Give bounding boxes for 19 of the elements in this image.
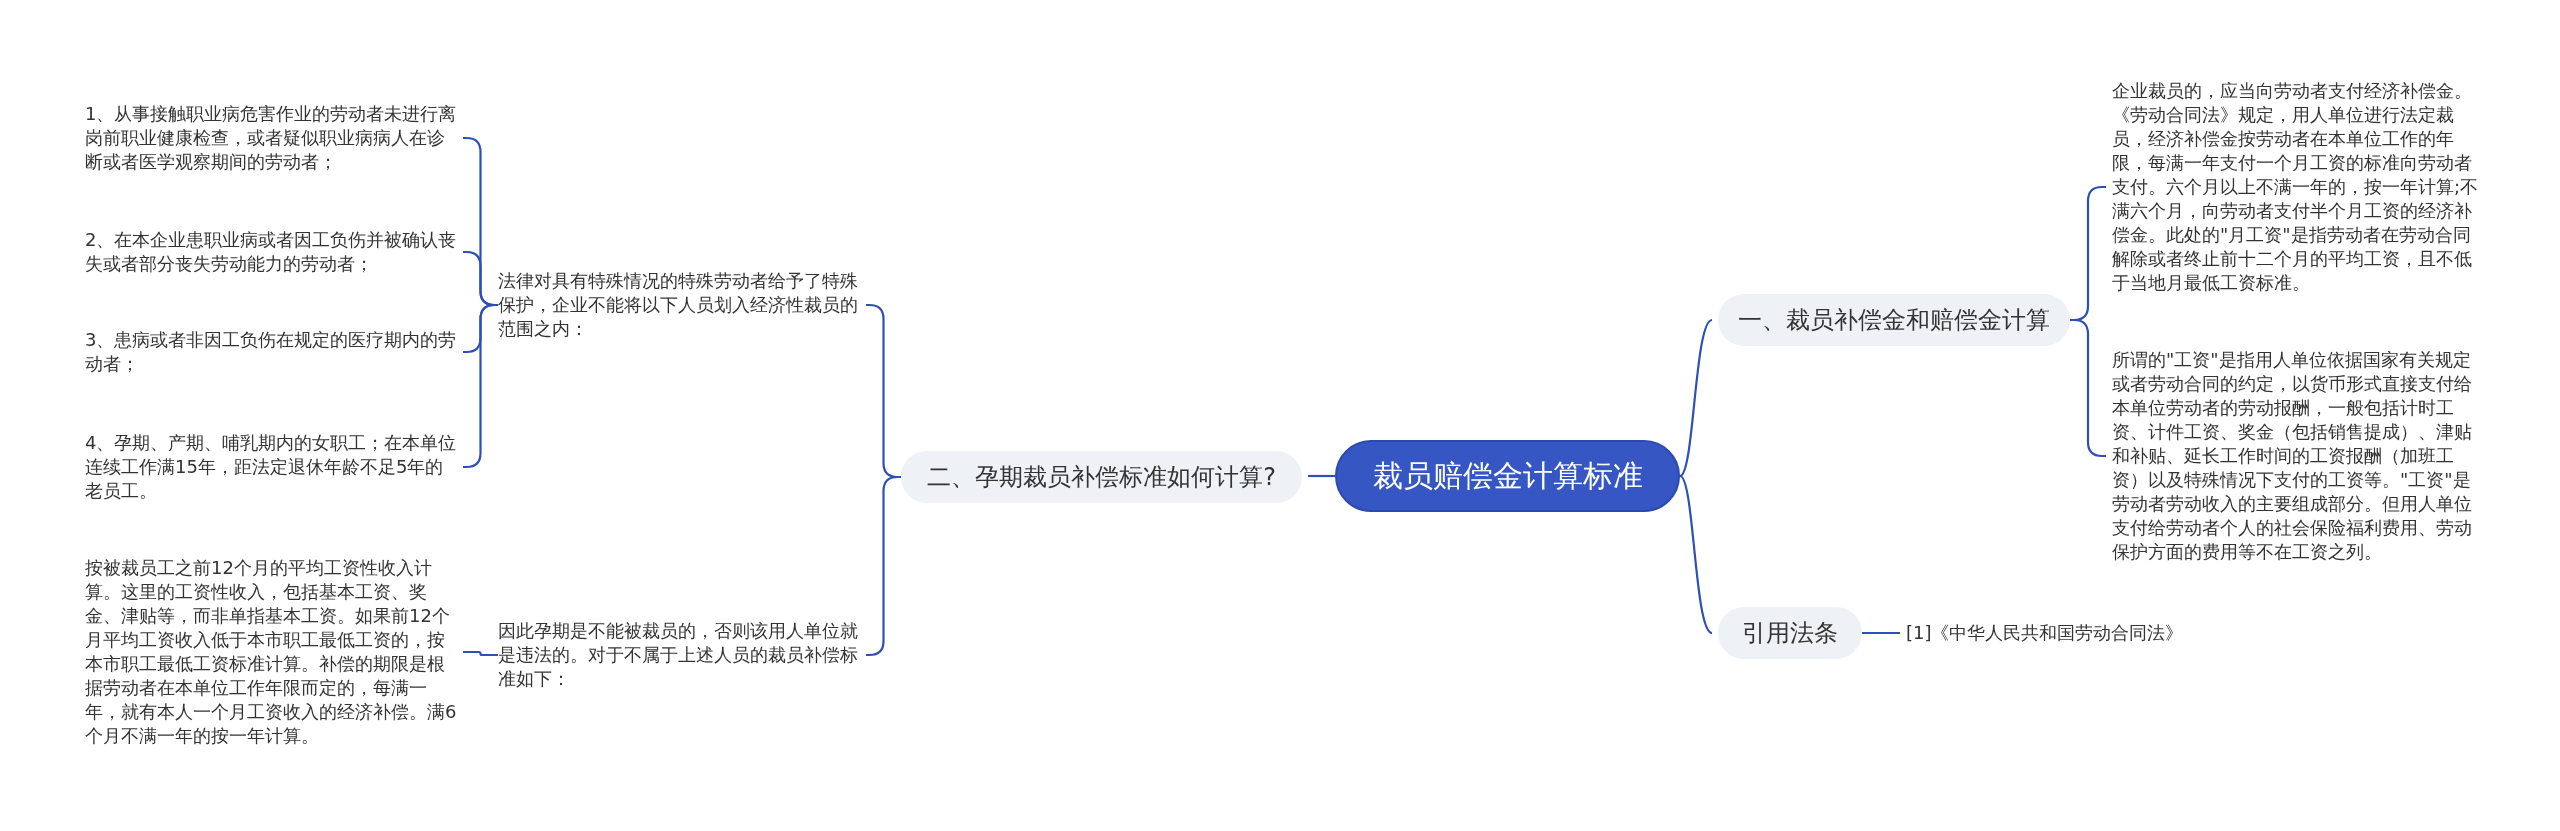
topic-box: 二、孕期裁员补偿标准如何计算?	[901, 451, 1302, 503]
note-text: 2、在本企业患职业病或者因工负伤并被确认丧失或者部分丧失劳动能力的劳动者；	[85, 228, 457, 276]
topic-box: 一、裁员补偿金和赔偿金计算	[1718, 294, 2070, 346]
note-text: 3、患病或者非因工负伤在规定的医疗期内的劳动者；	[85, 328, 457, 376]
note-text: 因此孕期是不能被裁员的，否则该用人单位就是违法的。对于不属于上述人员的裁员补偿标准如下：	[498, 619, 860, 691]
note-text: 1、从事接触职业病危害作业的劳动者未进行离岗前职业健康检查，或者疑似职业病病人在诊断或者医学观察期间的劳动者；	[85, 102, 457, 174]
note-text: 企业裁员的，应当向劳动者支付经济补偿金。《劳动合同法》规定，用人单位进行法定裁员，经济补偿金按劳动者在本单位工作的年限，每满一年支付一个月工资的标准向劳动者支付。六个月以上不满一年的，按一年计算;不满六个月，向劳动者支付半个月工资的经济补偿金。此处的"月工资"是指劳动者在劳动合同解除或者终止前十二个月的平均工资，且不低于当地月最低工资标准。	[2112, 79, 2484, 295]
connector-line	[1308, 474, 1335, 478]
note-text: 所谓的"工资"是指用人单位依据国家有关规定或者劳动合同的约定，以货币形式直接支付给本单位劳动者的劳动报酬，一般包括计时工资、计件工资、奖金（包括销售提成）、津贴和补贴、延长工作时间的工资报酬（加班工资）以及特殊情况下支付的工资等。"工资"是劳动者劳动收入的主要组成部分。但用人单位支付给劳动者个人的社会保险福利费用、劳动保护方面的费用等不在工资之列。	[2112, 348, 2484, 564]
note-text: 法律对具有特殊情况的特殊劳动者给予了特殊保护，企业不能将以下人员划入经济性裁员的范围之内：	[498, 269, 860, 341]
connector-line	[463, 650, 498, 657]
central-topic: 裁员赔偿金计算标准	[1335, 440, 1680, 512]
connector-line	[1679, 319, 1713, 477]
connector-line	[1679, 475, 1713, 634]
connector-line	[1862, 631, 1900, 635]
note-text: [1]《中华人民共和国劳动合同法》	[1906, 621, 2184, 645]
topic-box: 引用法条	[1718, 607, 1862, 659]
note-text: 4、孕期、产期、哺乳期内的女职工；在本单位连续工作满15年，距法定退休年龄不足5年的老员工。	[85, 431, 457, 503]
note-text: 按被裁员工之前12个月的平均工资性收入计算。这里的工资性收入，包括基本工资、奖金、津贴等，而非单指基本工资。如果前12个月平均工资收入低于本市职工最低工资的，按本市职工最低工资标准计算。补偿的期限是根据劳动者在本单位工作年限而定的，每满一年，就有本人一个月工资收入的经济补偿。满6个月不满一年的按一年计算。	[85, 556, 457, 748]
